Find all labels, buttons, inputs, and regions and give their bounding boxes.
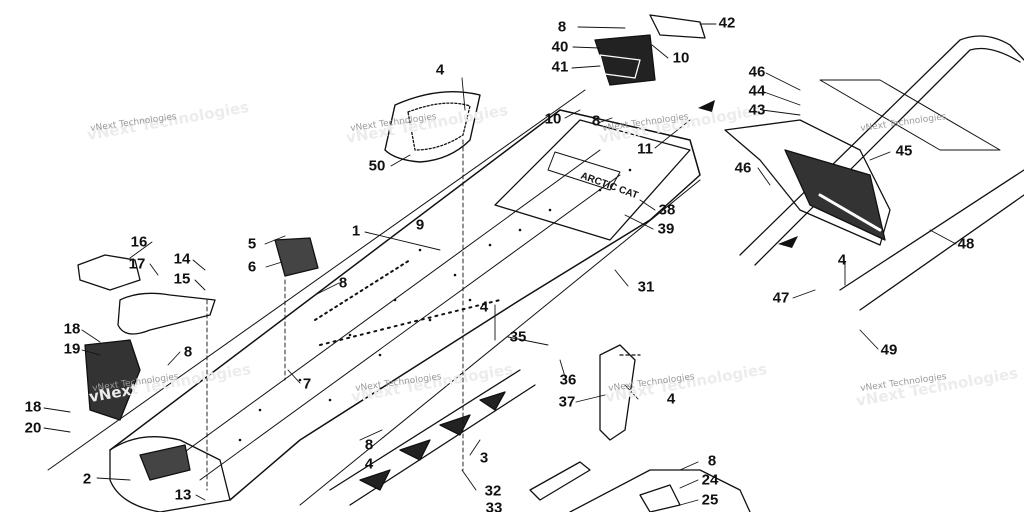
callout-18: 18 xyxy=(63,320,81,338)
callout-18: 18 xyxy=(24,398,42,416)
callout-6: 6 xyxy=(247,258,257,276)
callout-19: 19 xyxy=(63,340,81,358)
callout-4: 4 xyxy=(666,390,676,408)
bumper-bar xyxy=(739,35,1024,311)
callout-48: 48 xyxy=(957,235,975,253)
slide-rail xyxy=(529,344,641,501)
decal-logo-text: ARCTIC CAT xyxy=(579,170,639,201)
callout-32: 32 xyxy=(484,482,502,500)
callout-43: 43 xyxy=(748,101,766,119)
callout-8: 8 xyxy=(338,274,348,292)
callout-15: 15 xyxy=(173,270,191,288)
callout-31: 31 xyxy=(637,278,655,296)
bracket-upper xyxy=(594,14,706,86)
tunnel-assembly xyxy=(47,89,701,506)
callout-8: 8 xyxy=(183,343,193,361)
lower-right-rail xyxy=(569,469,751,512)
callout-10: 10 xyxy=(544,110,562,128)
left-side-tower xyxy=(77,254,216,421)
callout-45: 45 xyxy=(895,142,913,160)
callout-20: 20 xyxy=(24,419,42,437)
callout-5: 5 xyxy=(247,235,257,253)
callout-11: 11 xyxy=(637,140,653,158)
drive-track xyxy=(329,369,536,506)
callout-35: 35 xyxy=(509,328,527,346)
callout-33: 33 xyxy=(485,499,503,512)
left-mount-bracket xyxy=(274,237,319,277)
callout-42: 42 xyxy=(718,14,736,32)
callout-40: 40 xyxy=(551,38,569,56)
callout-37: 37 xyxy=(558,393,576,411)
callout-1: 1 xyxy=(351,222,361,240)
callout-2: 2 xyxy=(82,470,92,488)
seat-cushion-part xyxy=(384,91,481,163)
callout-24: 24 xyxy=(701,471,719,489)
callout-46: 46 xyxy=(748,63,766,81)
callout-8: 8 xyxy=(707,452,717,470)
callout-50: 50 xyxy=(368,157,386,175)
callout-25: 25 xyxy=(701,491,719,509)
callout-9: 9 xyxy=(415,216,425,234)
callout-4: 4 xyxy=(837,251,847,269)
callout-4: 4 xyxy=(435,61,445,79)
front-lower-frame xyxy=(109,436,231,512)
snow-flap xyxy=(724,119,891,246)
callout-47: 47 xyxy=(772,289,790,307)
callout-8: 8 xyxy=(557,18,567,36)
callout-44: 44 xyxy=(748,82,766,100)
callout-7: 7 xyxy=(302,375,312,393)
direction-arrows xyxy=(698,100,798,248)
callout-39: 39 xyxy=(657,220,675,238)
callout-46: 46 xyxy=(734,159,752,177)
callout-49: 49 xyxy=(880,341,898,359)
callout-41: 41 xyxy=(551,58,569,76)
callout-8: 8 xyxy=(364,436,374,454)
callout-38: 38 xyxy=(658,201,676,219)
callout-4: 4 xyxy=(364,455,374,473)
callout-14: 14 xyxy=(173,250,191,268)
callout-10: 10 xyxy=(672,49,690,67)
callout-17: 17 xyxy=(128,255,146,273)
callout-36: 36 xyxy=(559,371,577,389)
callout-8: 8 xyxy=(591,112,601,130)
callout-13: 13 xyxy=(174,486,192,504)
callout-4: 4 xyxy=(479,298,489,316)
leader-lines xyxy=(43,23,957,506)
callout-16: 16 xyxy=(130,233,148,251)
callout-3: 3 xyxy=(479,449,489,467)
